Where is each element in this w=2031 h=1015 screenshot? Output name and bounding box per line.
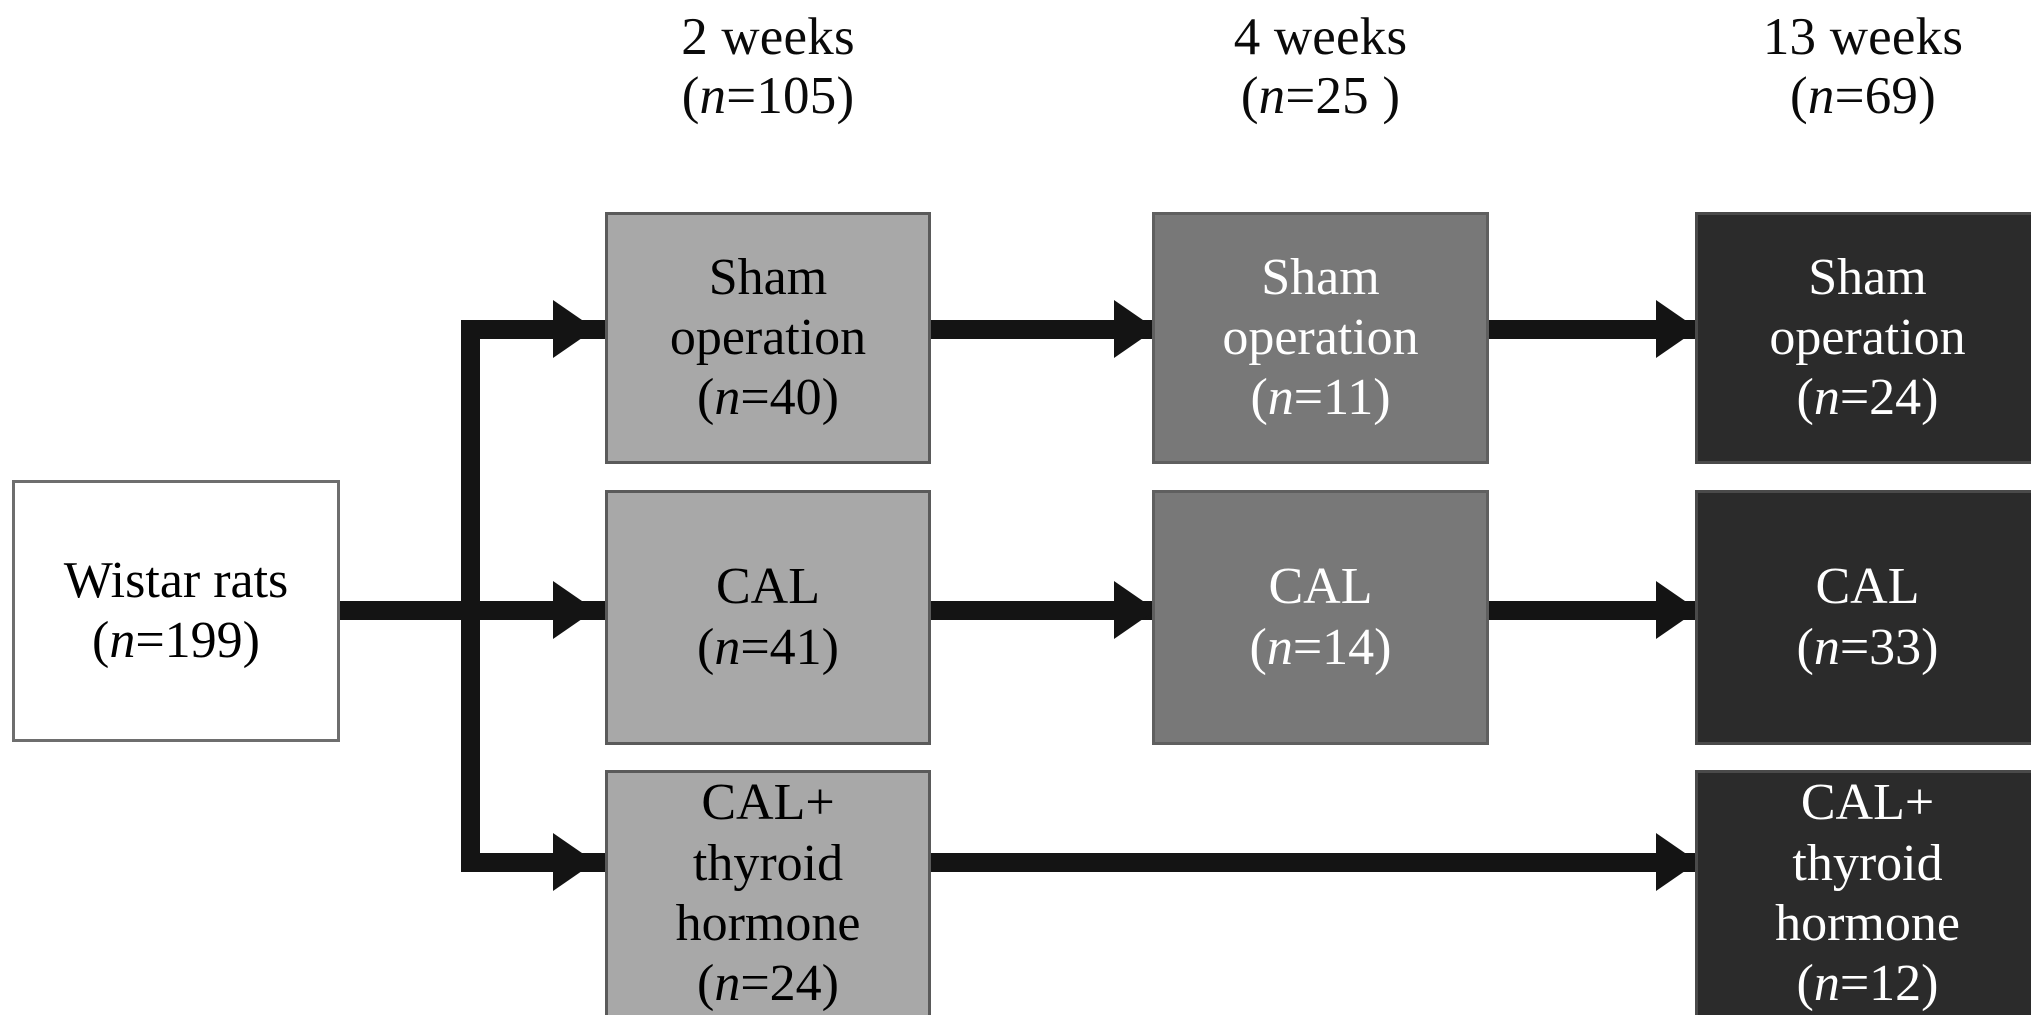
arrow-right-icon <box>1114 581 1156 639</box>
column-header-13-weeks-time: 13 weeks <box>1762 8 1964 66</box>
node-label-line-2: operation <box>1222 308 1419 366</box>
node-label-line-3: hormone <box>675 895 861 952</box>
italic-n-symbol: n <box>1813 955 1840 1013</box>
node-label-line-1: CAL+ <box>1800 774 1935 832</box>
italic-n-symbol: n <box>1267 369 1294 427</box>
node-label-line-1: CAL+ <box>701 774 835 832</box>
node-cal-4-weeks: CAL (n=14) <box>1152 490 1489 745</box>
connector-vertical-trunk <box>461 320 480 872</box>
italic-n-symbol: n <box>714 955 741 1013</box>
connector-thyroid-2w-to-thyroid-13w <box>929 853 1749 872</box>
node-count-value: =12) <box>1839 955 1939 1013</box>
node-count: (n=24) <box>1796 369 1939 427</box>
column-header-4-weeks: 4 weeks (n=25 ) <box>1152 8 1489 127</box>
node-count-value: =33) <box>1839 618 1939 676</box>
node-cal-13-weeks: CAL (n=33) <box>1695 490 2031 745</box>
column-header-2-weeks: 2 weeks (n=105) <box>605 8 931 127</box>
column-header-2-weeks-count-value: =105) <box>726 67 855 126</box>
italic-n-symbol: n <box>1258 67 1286 126</box>
connector-root-stem <box>340 601 480 620</box>
node-count-value: =11) <box>1293 369 1391 427</box>
node-label-line-1: Sham <box>1261 248 1380 306</box>
italic-n-symbol: n <box>1807 67 1835 126</box>
node-count: (n=12) <box>1796 955 1939 1013</box>
arrow-right-icon <box>1656 833 1698 891</box>
node-cal-2-weeks: CAL (n=41) <box>605 490 931 745</box>
column-header-13-weeks-count-value: =69) <box>1834 67 1936 126</box>
column-header-4-weeks-time: 4 weeks <box>1233 8 1408 66</box>
node-label-line-1: CAL <box>1815 558 1920 616</box>
column-header-13-weeks-count: (n=69) <box>1790 67 1936 126</box>
node-wistar-rats-count: (n=199) <box>92 612 260 669</box>
node-label-line-1: Sham <box>1808 248 1927 306</box>
node-count: (n=14) <box>1249 618 1392 676</box>
node-label-line-2: operation <box>1769 308 1966 366</box>
column-header-4-weeks-count-value: =25 ) <box>1285 67 1401 126</box>
italic-n-symbol: n <box>1813 618 1840 676</box>
arrow-right-icon <box>553 581 595 639</box>
node-sham-operation-13-weeks: Sham operation (n=24) <box>1695 212 2031 464</box>
node-label-line-2: operation <box>669 308 867 366</box>
node-count-value: =24) <box>740 955 839 1013</box>
node-count: (n=33) <box>1796 618 1939 676</box>
column-header-13-weeks: 13 weeks (n=69) <box>1695 8 2031 127</box>
node-count-value: =14) <box>1292 618 1392 676</box>
node-count: (n=40) <box>697 369 839 427</box>
node-label-line-2: thyroid <box>692 834 844 892</box>
column-header-2-weeks-count: (n=105) <box>681 67 855 126</box>
node-wistar-rats-count-value: =199) <box>135 612 260 669</box>
italic-n-symbol: n <box>1266 618 1293 676</box>
node-count: (n=24) <box>697 955 839 1013</box>
italic-n-symbol: n <box>1813 369 1840 427</box>
arrow-right-icon <box>1114 300 1156 358</box>
arrow-right-icon <box>553 833 595 891</box>
node-sham-operation-4-weeks: Sham operation (n=11) <box>1152 212 1489 464</box>
italic-n-symbol: n <box>714 369 741 427</box>
arrow-right-icon <box>1656 581 1698 639</box>
node-count-value: =41) <box>740 618 839 676</box>
node-wistar-rats: Wistar rats (n=199) <box>12 480 340 742</box>
italic-n-symbol: n <box>109 612 136 669</box>
node-count-value: =40) <box>740 369 839 427</box>
node-count: (n=41) <box>697 618 839 676</box>
node-label-line-1: CAL <box>716 558 820 616</box>
arrow-right-icon <box>553 300 595 358</box>
column-header-2-weeks-time: 2 weeks <box>681 8 855 66</box>
node-cal-thyroid-hormone-13-weeks: CAL+ thyroid hormone (n=12) <box>1695 770 2031 1015</box>
node-count: (n=11) <box>1250 369 1391 427</box>
node-count-value: =24) <box>1839 369 1939 427</box>
column-header-4-weeks-count: (n=25 ) <box>1240 67 1401 126</box>
node-label-line-3: hormone <box>1775 895 1960 952</box>
node-sham-operation-2-weeks: Sham operation (n=40) <box>605 212 931 464</box>
node-label-line-1: Sham <box>708 248 828 306</box>
node-label-line-2: thyroid <box>1792 834 1943 892</box>
italic-n-symbol: n <box>699 67 727 126</box>
arrow-right-icon <box>1656 300 1698 358</box>
node-wistar-rats-title: Wistar rats <box>63 551 289 609</box>
italic-n-symbol: n <box>714 618 741 676</box>
node-cal-thyroid-hormone-2-weeks: CAL+ thyroid hormone (n=24) <box>605 770 931 1015</box>
node-label-line-1: CAL <box>1268 558 1373 616</box>
